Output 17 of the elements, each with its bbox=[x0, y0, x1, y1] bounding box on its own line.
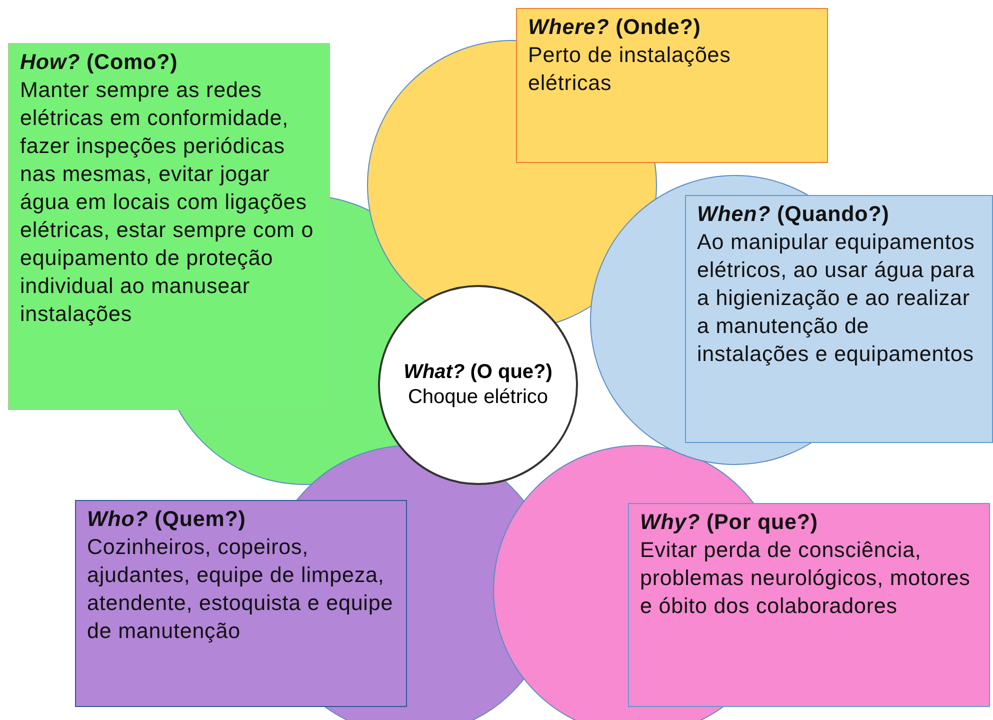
text-box bbox=[516, 8, 828, 163]
box-heading: How? (Como?) bbox=[20, 49, 179, 76]
box-text: Choque elétrico bbox=[408, 385, 548, 410]
box-heading: Where? (Onde?) bbox=[528, 14, 702, 41]
text-box bbox=[685, 195, 993, 443]
text-box bbox=[8, 43, 330, 410]
box-text: Perto de instalações elétricas bbox=[528, 42, 732, 97]
text-box bbox=[75, 500, 407, 707]
box-text: Cozinheiros, copeiros, ajudantes, equipe de limpeza, atendente, estoquista e equipe de manutenção bbox=[87, 534, 394, 645]
box-heading: Why? (Por que?) bbox=[640, 509, 819, 536]
box-text: Manter sempre as redes elétricas em conformidade, fazer inspeções periódicas nas mesmas, evitar jogar água em locais com ligações elétricas, estar sempre com o equipamento de proteção individual ao manusear instalações bbox=[20, 77, 315, 328]
box-text: Evitar perda de consciência, problemas neurológicos, motores e óbito dos colaboradores bbox=[640, 537, 972, 620]
text-box bbox=[628, 503, 990, 707]
box-heading: Who? (Quem?) bbox=[87, 506, 247, 533]
box-heading: What? (O que?) bbox=[404, 360, 552, 385]
box-text: Ao manipular equipamentos elétricos, ao usar água para a higienização e ao realizar a manutenção de instalações e equipamentos bbox=[697, 229, 976, 368]
box-heading: When? (Quando?) bbox=[697, 201, 890, 228]
